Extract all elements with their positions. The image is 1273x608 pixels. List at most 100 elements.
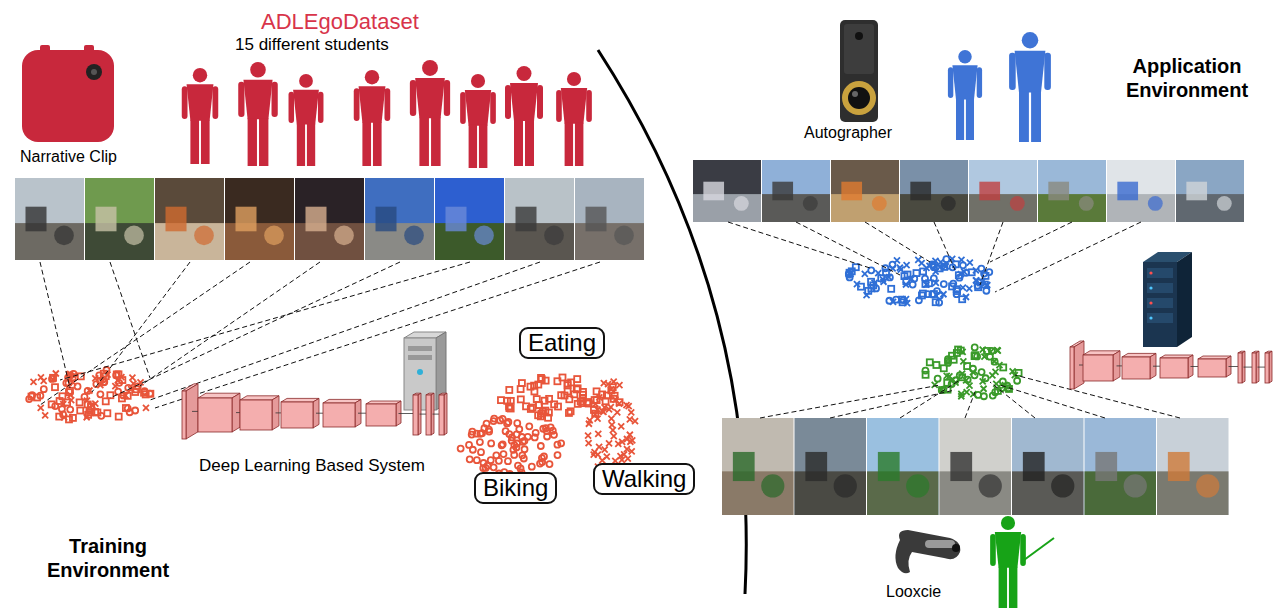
scatter-circle — [477, 431, 483, 437]
scatter-square — [984, 348, 990, 354]
person-arm — [410, 80, 416, 116]
layer-side — [1074, 341, 1084, 389]
photo-ground — [795, 471, 867, 515]
photo-detail — [334, 226, 354, 246]
photo-sky — [575, 178, 644, 260]
scatter-circle — [521, 438, 527, 444]
person-leg — [514, 120, 523, 166]
person-silhouette — [556, 72, 592, 166]
photo-sky — [969, 160, 1037, 222]
photo-ground — [762, 194, 830, 222]
scatter-cross — [994, 347, 1000, 353]
person-arm — [460, 92, 466, 124]
device-name: Autographer — [804, 123, 892, 142]
network-layer — [1265, 351, 1272, 383]
scatter-circle — [505, 458, 511, 464]
photo-detail — [1048, 182, 1069, 201]
photo-detail — [1117, 182, 1138, 201]
scatter-circle — [538, 443, 544, 449]
photo-detail — [586, 207, 607, 232]
camera-body — [840, 20, 878, 122]
person-leg — [565, 123, 573, 166]
person-arm — [537, 85, 543, 119]
dashed-leader — [140, 262, 320, 386]
scatter-cross — [614, 409, 620, 415]
dashed-leader — [990, 382, 1035, 418]
scatter-circle — [500, 441, 506, 447]
scatter-cross — [981, 386, 987, 392]
scatter-circle — [521, 455, 527, 461]
server-side — [1177, 252, 1192, 347]
photo-sky — [900, 160, 968, 222]
photo-detail — [96, 207, 117, 232]
autographer-camera — [840, 20, 878, 122]
server-unit — [1147, 298, 1173, 308]
scatter-cross — [586, 421, 592, 427]
person-leg — [201, 120, 210, 164]
scatter-square — [568, 408, 574, 414]
person-torso — [465, 90, 491, 126]
scatter-circle — [513, 444, 519, 450]
generated-illustration — [15, 32, 1272, 608]
scatter-cross — [611, 379, 617, 385]
scatter-square — [77, 408, 83, 414]
scatter-cross — [38, 405, 44, 411]
narrative-clip-camera — [22, 45, 114, 142]
layer-front — [1122, 357, 1150, 379]
layer-link — [276, 412, 282, 413]
scatter-cross — [601, 380, 607, 386]
earpiece-body — [895, 530, 960, 573]
scatter-circle — [945, 356, 951, 362]
photo-ground — [1012, 471, 1084, 515]
person-silhouette — [354, 70, 390, 166]
scatter-square — [116, 414, 122, 420]
person-torso — [293, 90, 319, 125]
dashed-leader — [865, 222, 930, 262]
scatter-square — [913, 270, 919, 276]
scatter-circle — [477, 439, 483, 445]
scatter-cross — [618, 423, 624, 429]
scatter-cross — [981, 354, 987, 360]
photo-thumbnail — [435, 178, 504, 260]
layer-link — [358, 413, 366, 414]
photo-detail — [1148, 196, 1163, 211]
drive-slot — [408, 355, 432, 360]
scatter-cross — [608, 404, 614, 410]
photo-detail — [306, 207, 327, 232]
network-layer — [439, 393, 447, 435]
pointer-stick — [1024, 538, 1054, 560]
scatter-circle — [491, 416, 497, 422]
layer-front — [439, 395, 444, 435]
server-light — [1149, 271, 1152, 274]
dataset-title: ADLEgoDataset — [261, 9, 419, 35]
photo-ground — [900, 194, 968, 222]
activity-label-box: Walking — [593, 463, 695, 495]
person-arm — [556, 90, 562, 122]
lens-glint — [852, 91, 858, 97]
scatter-square — [141, 390, 147, 396]
photo-detail — [264, 226, 284, 246]
photo-detail — [910, 182, 931, 201]
scatter-square — [119, 395, 125, 401]
layer-link — [399, 413, 414, 414]
network-layer — [366, 401, 401, 426]
scatter-circle — [484, 421, 490, 427]
photo-thumbnail — [1176, 160, 1244, 222]
activity-label-box: Biking — [474, 472, 557, 504]
scatter-square — [565, 381, 571, 387]
scatter-cross — [943, 263, 949, 269]
scatter-cross — [626, 403, 632, 409]
photo-ground — [867, 471, 939, 515]
person-arm — [948, 67, 953, 98]
scatter-cross — [585, 433, 591, 439]
photo-detail — [872, 196, 887, 211]
network-layer — [1083, 351, 1120, 381]
scatter-square — [538, 411, 544, 417]
scatter-square — [933, 299, 939, 305]
person-leg — [307, 124, 315, 166]
scatter-cross — [595, 431, 601, 437]
photo-thumbnail — [940, 418, 1012, 515]
photo-thumbnail — [693, 160, 761, 222]
scatter-circle — [516, 426, 522, 432]
